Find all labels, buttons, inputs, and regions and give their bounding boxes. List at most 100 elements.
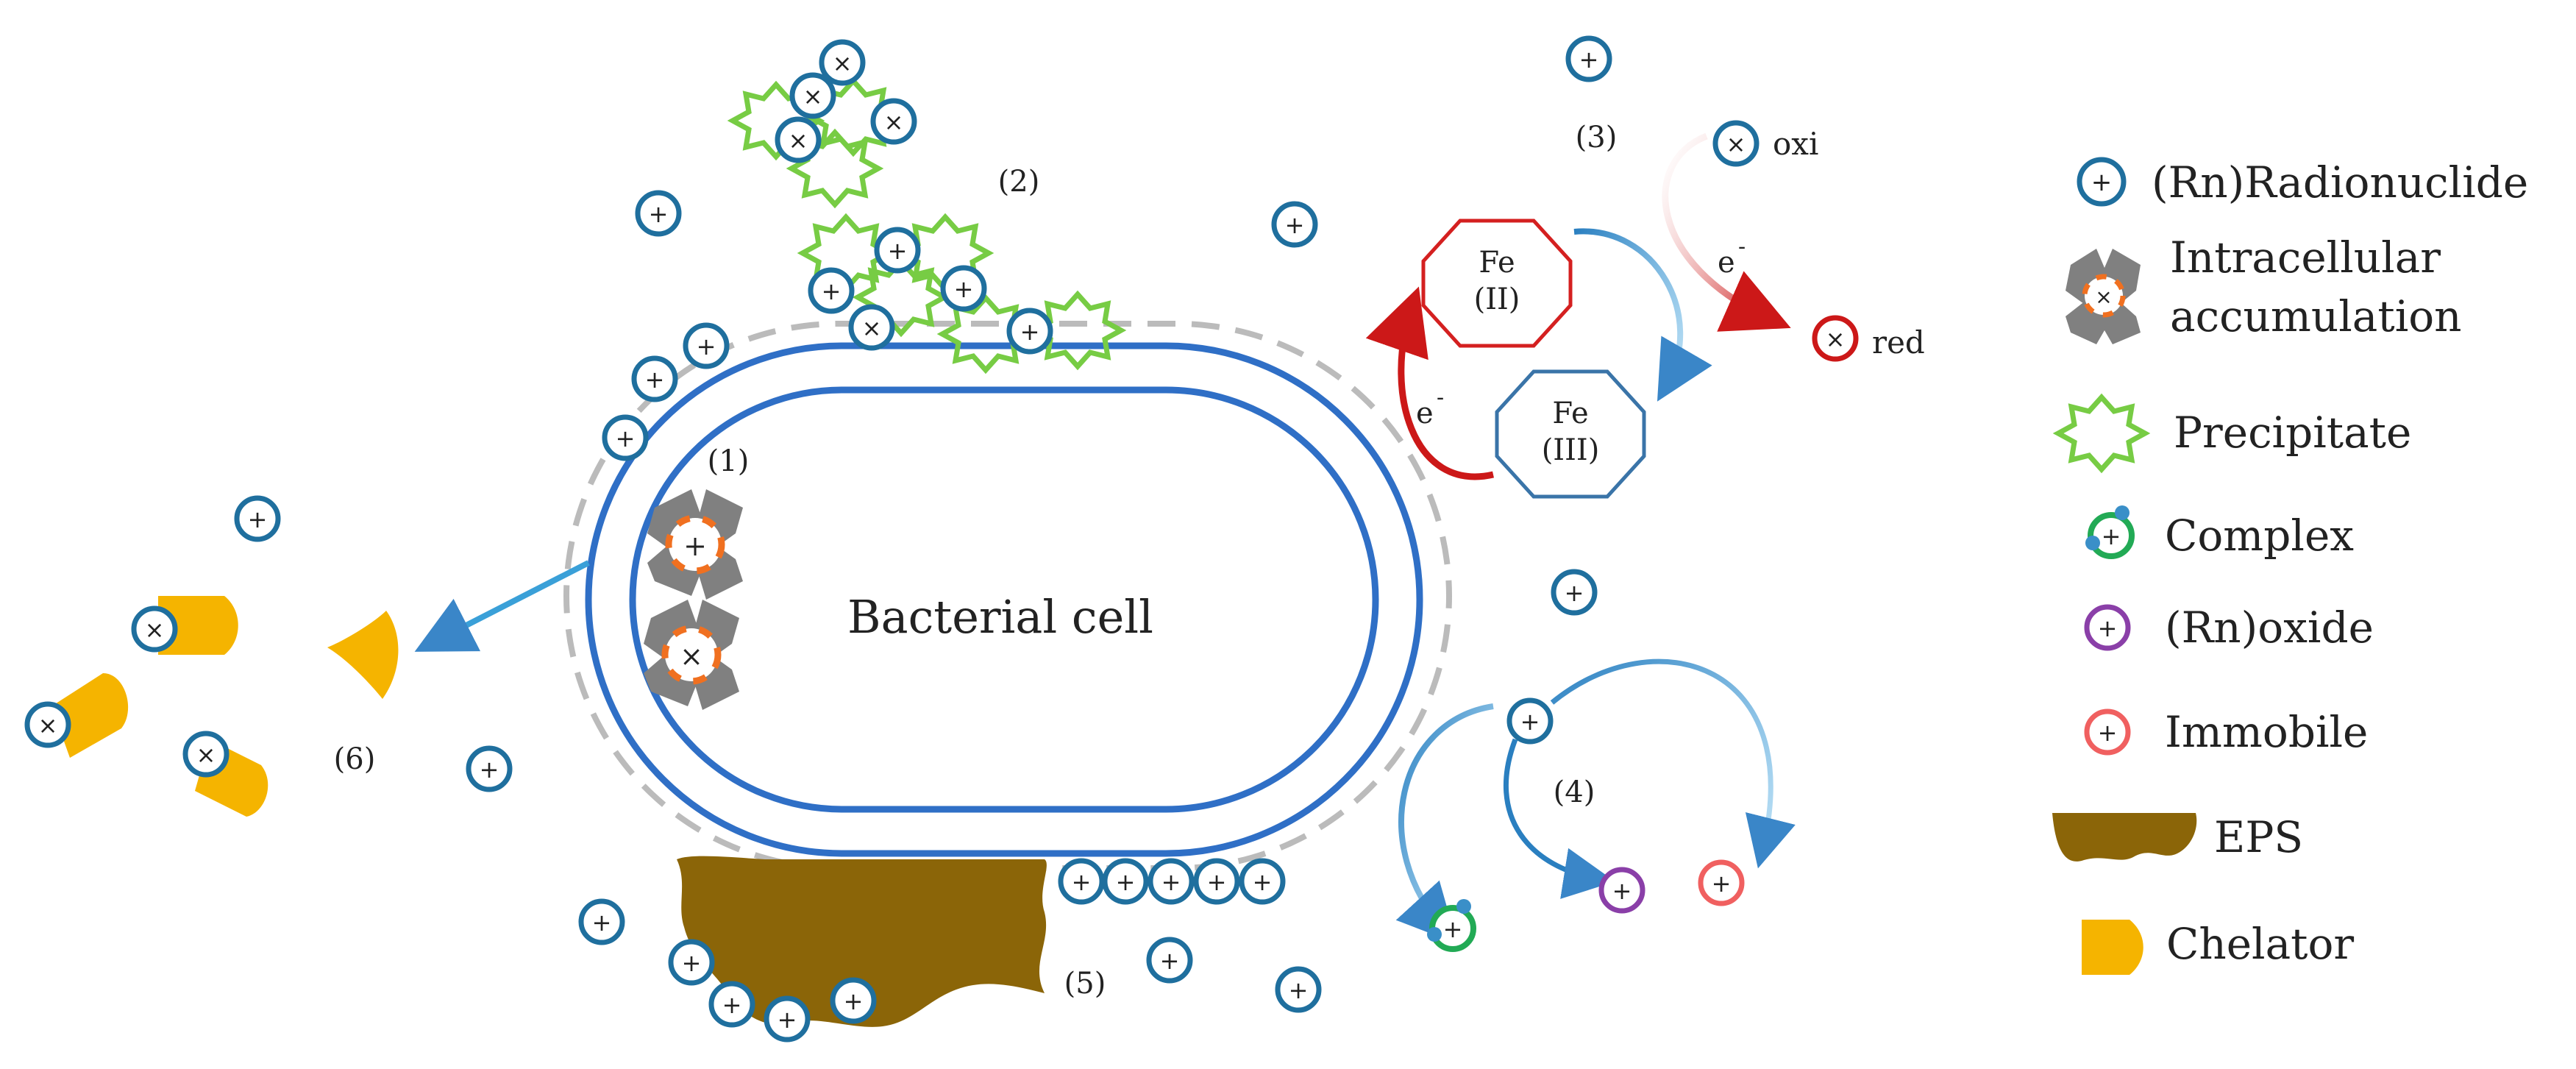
mechanism-label-3: (3) <box>1576 121 1618 155</box>
chelator-shape-free <box>327 611 399 699</box>
oxi-label: oxi <box>1773 126 1818 162</box>
electron-right-superscript: - <box>1738 234 1746 260</box>
red-label: red <box>1872 324 1925 361</box>
svg-text:×: × <box>1826 325 1846 353</box>
mechanism-label-1: (1) <box>708 444 750 478</box>
legend: + (Rn)Radionuclide × Intracellular accum… <box>2052 157 2528 975</box>
bacterial-cell: Bacterial cell <box>563 321 1452 871</box>
arrow-to-immobile <box>1550 658 1796 869</box>
oxi-to-red-arrow <box>1662 132 1791 332</box>
svg-text:×: × <box>145 616 165 644</box>
svg-text:+: + <box>616 425 636 452</box>
intracellular-accumulation-times: × <box>644 600 739 710</box>
svg-text:×: × <box>1726 130 1746 158</box>
intracellular-accumulation-plus: + <box>647 489 743 600</box>
svg-text:+: + <box>1020 318 1040 346</box>
svg-text:+: + <box>954 275 974 303</box>
precipitate-star <box>852 257 950 338</box>
cell-label: Bacterial cell <box>847 590 1153 644</box>
svg-text:+: + <box>248 505 268 533</box>
legend-complex: + Complex <box>2085 505 2354 561</box>
chelator-shape <box>51 673 129 758</box>
legend-oxide-label: (Rn)oxide <box>2165 603 2374 653</box>
electron-left-superscript: - <box>1437 385 1444 411</box>
svg-text:+: + <box>697 333 716 361</box>
svg-text:+: + <box>822 277 842 305</box>
reduced-radionuclide: × <box>1812 315 1859 362</box>
legend-immobile: + Immobile <box>2084 707 2368 757</box>
intracellular-plus-glyph: + <box>683 530 707 562</box>
eps-matrix <box>677 856 1047 1027</box>
fe-iii-octagon: Fe (III) <box>1495 369 1646 499</box>
oxide-product: + <box>1598 867 1645 914</box>
legend-oxide: + (Rn)oxide <box>2084 603 2374 653</box>
legend-intracellular-line2: accumulation <box>2170 291 2462 341</box>
svg-text:+: + <box>888 237 908 265</box>
svg-text:+: + <box>682 949 702 977</box>
svg-text:+: + <box>2098 614 2118 642</box>
svg-text:+: + <box>2098 719 2118 747</box>
eps-slime-layer <box>563 321 1452 871</box>
svg-text:+: + <box>778 1006 797 1034</box>
legend-complex-label: Complex <box>2165 511 2354 561</box>
svg-text:×: × <box>884 108 904 136</box>
fe3-to-fe2-arrow <box>1365 286 1494 480</box>
svg-text:×: × <box>803 82 823 110</box>
fe-ii-label-bottom: (II) <box>1474 283 1520 316</box>
legend-precipitate: Precipitate <box>2052 393 2411 474</box>
svg-text:+: + <box>592 909 612 937</box>
legend-intracellular: × Intracellular accumulation <box>2066 232 2462 344</box>
mechanism-label-5: (5) <box>1064 967 1106 1001</box>
svg-text:+: + <box>645 366 665 394</box>
complex-product: + <box>1427 899 1476 952</box>
svg-text:+: + <box>1116 868 1136 896</box>
svg-text:+: + <box>1253 868 1273 896</box>
svg-text:+: + <box>480 756 499 784</box>
chelator-shape <box>158 596 238 655</box>
svg-text:+: + <box>844 987 864 1015</box>
svg-text:+: + <box>722 991 742 1019</box>
svg-text:+: + <box>2091 168 2113 197</box>
svg-text:+: + <box>1160 947 1180 975</box>
mechanism-label-2: (2) <box>998 165 1040 199</box>
radionuclide-glyphs: + + + × × × × + + + × + + + + + × × × + … <box>38 46 1746 1034</box>
electron-right-label: e <box>1718 246 1735 280</box>
svg-text:+: + <box>2102 522 2121 550</box>
svg-text:+: + <box>1207 868 1227 896</box>
svg-text:×: × <box>833 49 853 77</box>
mechanism-label-4: (4) <box>1554 775 1595 809</box>
legend-radionuclide: + (Rn)Radionuclide <box>2077 157 2528 207</box>
svg-text:+: + <box>1712 870 1732 898</box>
legend-radionuclide-label: (Rn)Radionuclide <box>2152 157 2528 207</box>
svg-text:+: + <box>1579 46 1599 74</box>
svg-text:×: × <box>862 314 882 342</box>
svg-text:+: + <box>1289 976 1309 1004</box>
legend-eps: EPS <box>2052 812 2303 862</box>
legend-chelator-label: Chelator <box>2166 919 2354 969</box>
mechanism-label-6: (6) <box>334 742 376 776</box>
legend-eps-label: EPS <box>2214 812 2303 862</box>
precipitate-star <box>1028 290 1127 371</box>
fe-ii-label-top: Fe <box>1479 246 1515 280</box>
svg-text:+: + <box>1520 708 1540 736</box>
inner-membrane <box>629 386 1379 813</box>
fe2-to-fe3-arrow <box>1573 228 1712 402</box>
fe-iii-label-top: Fe <box>1552 397 1588 430</box>
svg-text:+: + <box>649 200 669 228</box>
legend-precipitate-label: Precipitate <box>2174 408 2411 458</box>
chelation-arrow <box>414 560 590 652</box>
fe-ii-octagon: Fe (II) <box>1421 219 1573 348</box>
chelator-shapes <box>51 596 399 817</box>
legend-chelator: Chelator <box>2082 919 2354 975</box>
svg-text:+: + <box>1161 868 1181 896</box>
svg-text:+: + <box>1612 877 1632 905</box>
arrow-to-complex <box>1395 703 1494 944</box>
fe-iii-label-bottom: (III) <box>1542 433 1600 467</box>
svg-text:×: × <box>2095 285 2112 309</box>
legend-intracellular-line1: Intracellular <box>2170 232 2441 283</box>
arrow-to-oxide <box>1503 738 1615 899</box>
svg-text:×: × <box>789 127 808 155</box>
electron-left-label: e <box>1416 397 1434 430</box>
svg-text:+: + <box>1072 868 1092 896</box>
